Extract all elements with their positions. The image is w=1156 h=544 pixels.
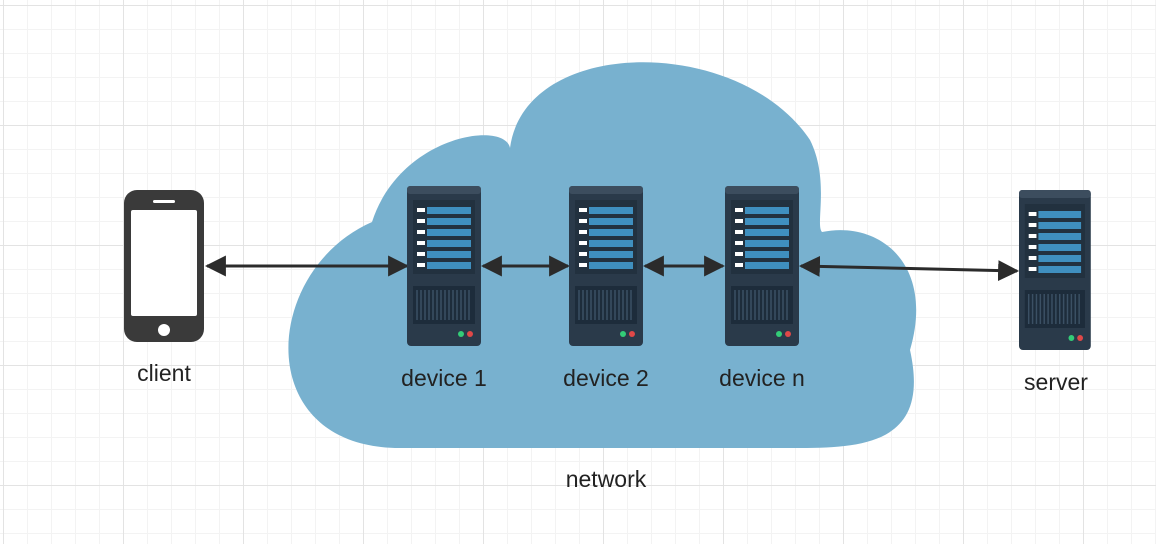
- devicen-label: device n: [719, 365, 805, 391]
- device1-label: device 1: [401, 365, 487, 391]
- edge-devicen-server: [798, 255, 1020, 282]
- device2-server-icon: [568, 185, 644, 347]
- client-phone-icon: [124, 190, 204, 342]
- devicen-server-icon: [724, 185, 800, 347]
- device1-server-icon: [406, 185, 482, 347]
- server-label: server: [1024, 369, 1088, 395]
- client-label: client: [137, 360, 191, 386]
- network-label: network: [565, 466, 647, 492]
- server-icon: [1018, 189, 1092, 351]
- device2-label: device 2: [563, 365, 649, 391]
